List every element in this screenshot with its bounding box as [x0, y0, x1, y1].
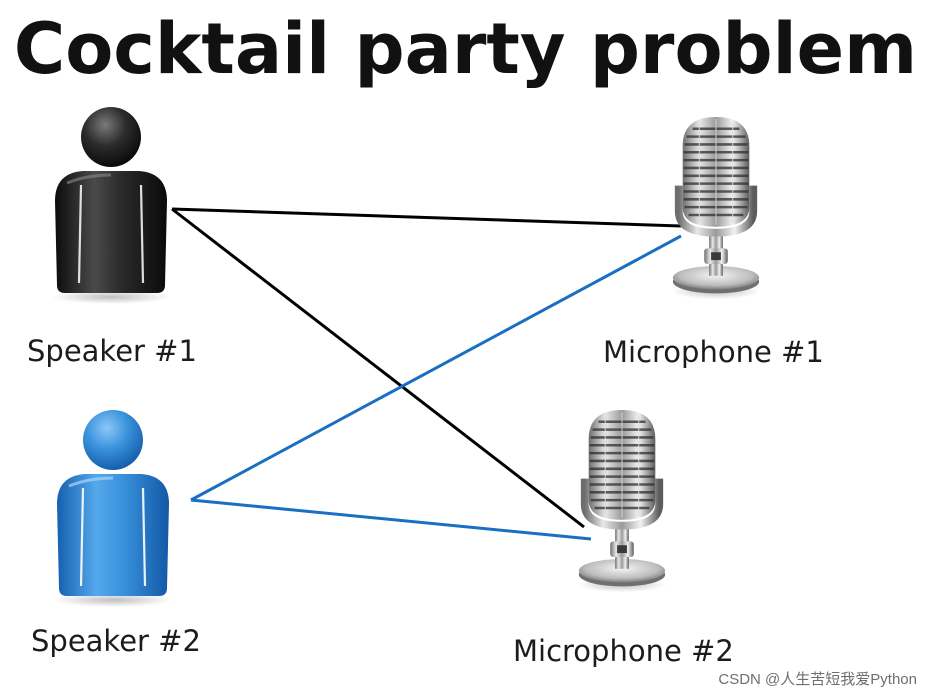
microphone-2-label: Microphone #2: [513, 634, 734, 668]
page-title: Cocktail party problem: [13, 8, 918, 90]
connection-speaker1-mic2: [171, 207, 585, 529]
person-icon: [51, 408, 175, 609]
speaker-1-label: Speaker #1: [27, 334, 197, 368]
person-icon: [49, 105, 173, 306]
microphone-icon: [577, 410, 667, 592]
connection-speaker2-mic2: [190, 498, 592, 541]
speaker-2-label: Speaker #2: [31, 624, 201, 658]
microphone-icon: [671, 117, 761, 299]
microphone-1-label: Microphone #1: [603, 335, 824, 369]
connection-speaker1-mic1: [171, 207, 682, 228]
watermark: CSDN @人生苦短我爱Python: [718, 671, 917, 688]
connection-speaker2-mic1: [190, 234, 682, 502]
